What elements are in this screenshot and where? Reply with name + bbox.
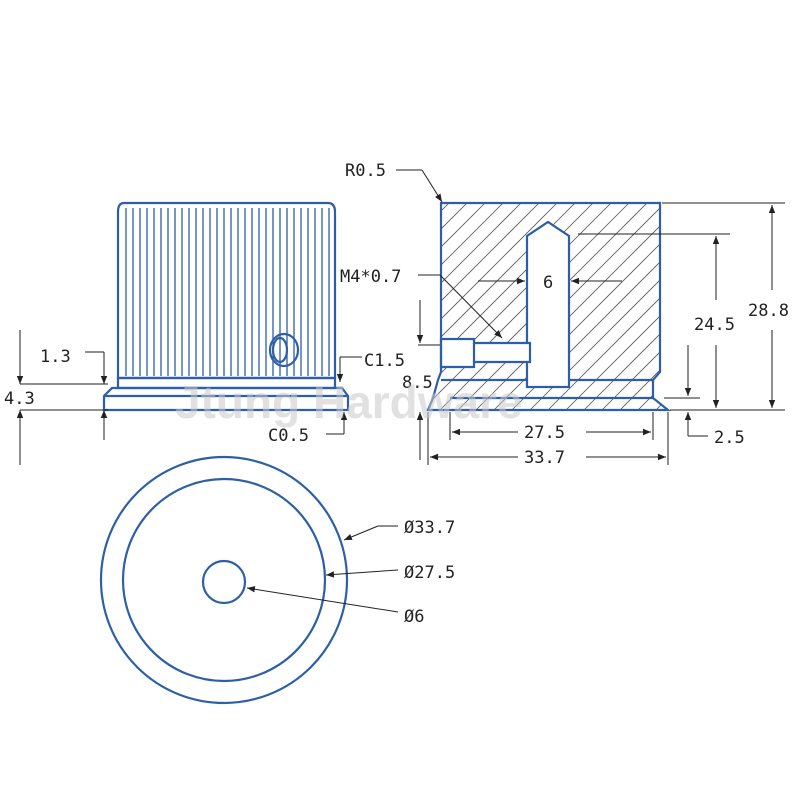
set-screw-hole	[268, 332, 300, 368]
hatch-line	[589, 203, 668, 410]
hatch-line	[571, 203, 668, 410]
hatch-line	[428, 203, 507, 410]
dim-arrow	[246, 586, 399, 613]
dim-hole-dia-label: Ø6	[404, 607, 424, 627]
hatch-line	[553, 203, 668, 410]
dim-inner-dia-label: Ø27.5	[404, 563, 455, 583]
hatch-line	[481, 203, 668, 410]
knob-body-outline	[116, 201, 337, 380]
hatch-line	[535, 203, 668, 410]
section-outline	[426, 201, 672, 412]
set-screw-channel	[439, 337, 532, 369]
dim-outer-dia-label: Ø33.7	[404, 518, 455, 538]
dim-arrow	[421, 169, 443, 203]
dim-radius-label: R0.5	[345, 161, 386, 181]
outer-circle	[99, 455, 349, 705]
bore-cavity	[525, 220, 571, 389]
dim-thread-label: M4*0.7	[340, 267, 401, 287]
dim-arrow	[439, 274, 503, 339]
dim-bore-depth-label: 24.5	[694, 315, 735, 335]
dim-total-height-label: 28.8	[748, 301, 789, 321]
top-view: Ø33.7 Ø27.5 Ø6	[99, 455, 455, 705]
section-view: R0.5 M4*0.7 6 24.5 28.8 8.5 2.5	[340, 161, 800, 468]
dim-top-step-label: 1.3	[40, 347, 71, 367]
dim-arrow	[325, 569, 399, 578]
set-screw-hole-inner	[271, 336, 289, 364]
hatch-line	[788, 200, 800, 440]
side-view: 1.3 4.3 C1.5 C0.5	[4, 201, 405, 465]
inner-circle	[121, 477, 327, 683]
hatch-line	[499, 203, 668, 410]
dim-screw-height-label: 8.5	[402, 373, 433, 393]
dim-arrow	[343, 525, 379, 541]
dim-chamfer-c15-label: C1.5	[364, 351, 405, 371]
dim-height-label: 4.3	[4, 389, 35, 409]
hatch-line	[607, 203, 668, 410]
hatch-line	[428, 203, 525, 410]
hatch-line	[428, 203, 543, 410]
center-hole	[201, 559, 247, 605]
dim-outer-width-label: 33.7	[524, 448, 565, 468]
hatch-line	[517, 203, 668, 410]
watermark-text: Jtung Hardware	[175, 376, 523, 428]
dim-inner-width-label: 27.5	[524, 423, 565, 443]
dim-flange-label: 2.5	[714, 428, 745, 448]
hatch-line	[428, 203, 489, 410]
hatch-line	[428, 203, 615, 410]
dim-chamfer-c05-label: C0.5	[268, 426, 309, 446]
dim-bore-label: 6	[543, 273, 553, 293]
